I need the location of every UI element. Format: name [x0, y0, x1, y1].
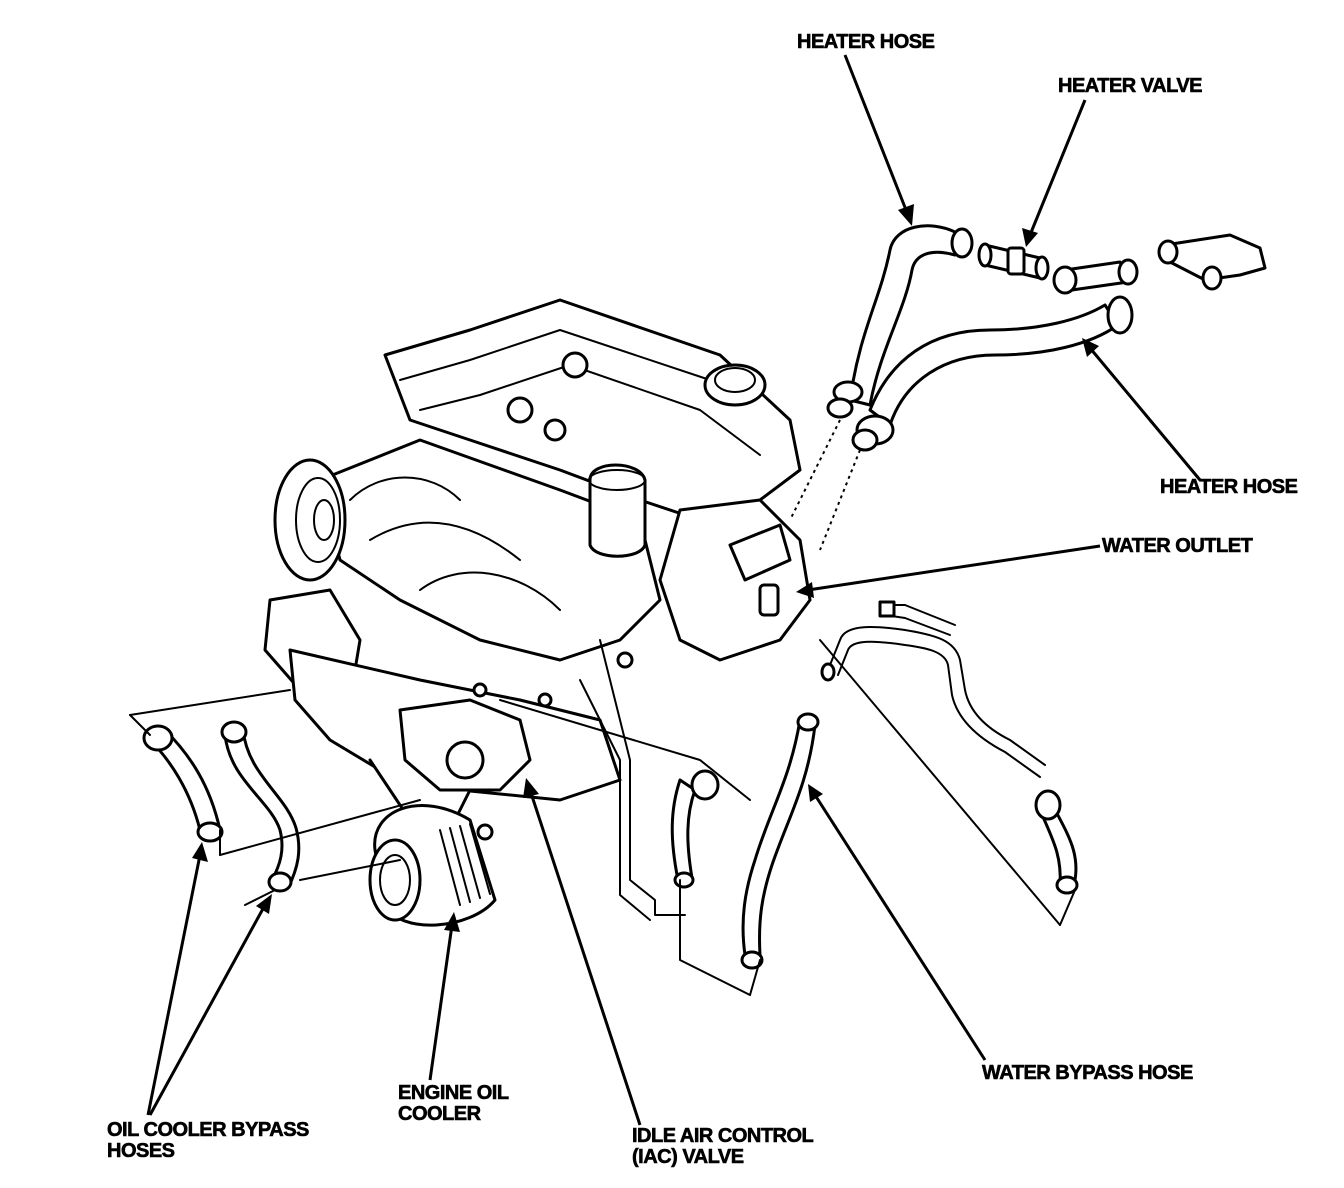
leader-heater-hose-top: [843, 54, 914, 226]
water-pipe: [820, 600, 1046, 778]
label-oil-cooler-bypass-hoses: OIL COOLER BYPASS HOSES: [107, 1119, 310, 1162]
leader-heater-hose-right: [1082, 338, 1202, 481]
label-text-line1: IDLE AIR CONTROL: [632, 1125, 814, 1147]
label-heater-hose-top: HEATER HOSE: [797, 31, 936, 53]
guide-lines: [129, 639, 1076, 996]
heater-hose-upper: [826, 224, 974, 419]
label-text-line2: HOSES: [107, 1140, 176, 1162]
label-text: HEATER HOSE: [1160, 476, 1299, 498]
label-heater-hose-right: HEATER HOSE: [1160, 476, 1299, 498]
label-heater-valve: HEATER VALVE: [1058, 75, 1203, 97]
heater-hose-short: [1052, 233, 1267, 295]
label-text-line2: (IAC) VALVE: [632, 1146, 745, 1168]
engine-assembly: [263, 298, 812, 832]
label-text: HEATER HOSE: [797, 31, 936, 53]
leader-water-outlet: [796, 544, 1101, 598]
engine-oil-cooler: [368, 804, 497, 927]
label-text: HEATER VALVE: [1058, 75, 1203, 97]
label-water-bypass-hose: WATER BYPASS HOSE: [982, 1062, 1194, 1084]
leader-iac-valve: [523, 778, 642, 1126]
leader-engine-oil-cooler: [428, 912, 460, 1081]
label-text: WATER OUTLET: [1102, 535, 1253, 557]
label-engine-oil-cooler: ENGINE OIL COOLER: [398, 1082, 510, 1125]
label-text-line1: ENGINE OIL: [398, 1082, 510, 1104]
label-text-line2: COOLER: [398, 1103, 482, 1125]
heater-hose-lower: [851, 295, 1134, 452]
leader-heater-valve: [1022, 99, 1087, 247]
heater-valve: [977, 242, 1050, 281]
leader-oil-cooler-bypass-2: [148, 894, 272, 1116]
label-water-outlet: WATER OUTLET: [1102, 535, 1253, 557]
leader-oil-cooler-bypass-1: [146, 842, 208, 1116]
label-text-line1: OIL COOLER BYPASS: [107, 1119, 310, 1141]
oil-cooler-bypass-hoses: [142, 720, 720, 893]
label-text: WATER BYPASS HOSE: [982, 1062, 1194, 1084]
label-iac-valve: IDLE AIR CONTROL (IAC) VALVE: [632, 1125, 814, 1168]
leader-water-bypass-hose: [808, 784, 987, 1061]
water-bypass-hose: [740, 712, 1079, 970]
